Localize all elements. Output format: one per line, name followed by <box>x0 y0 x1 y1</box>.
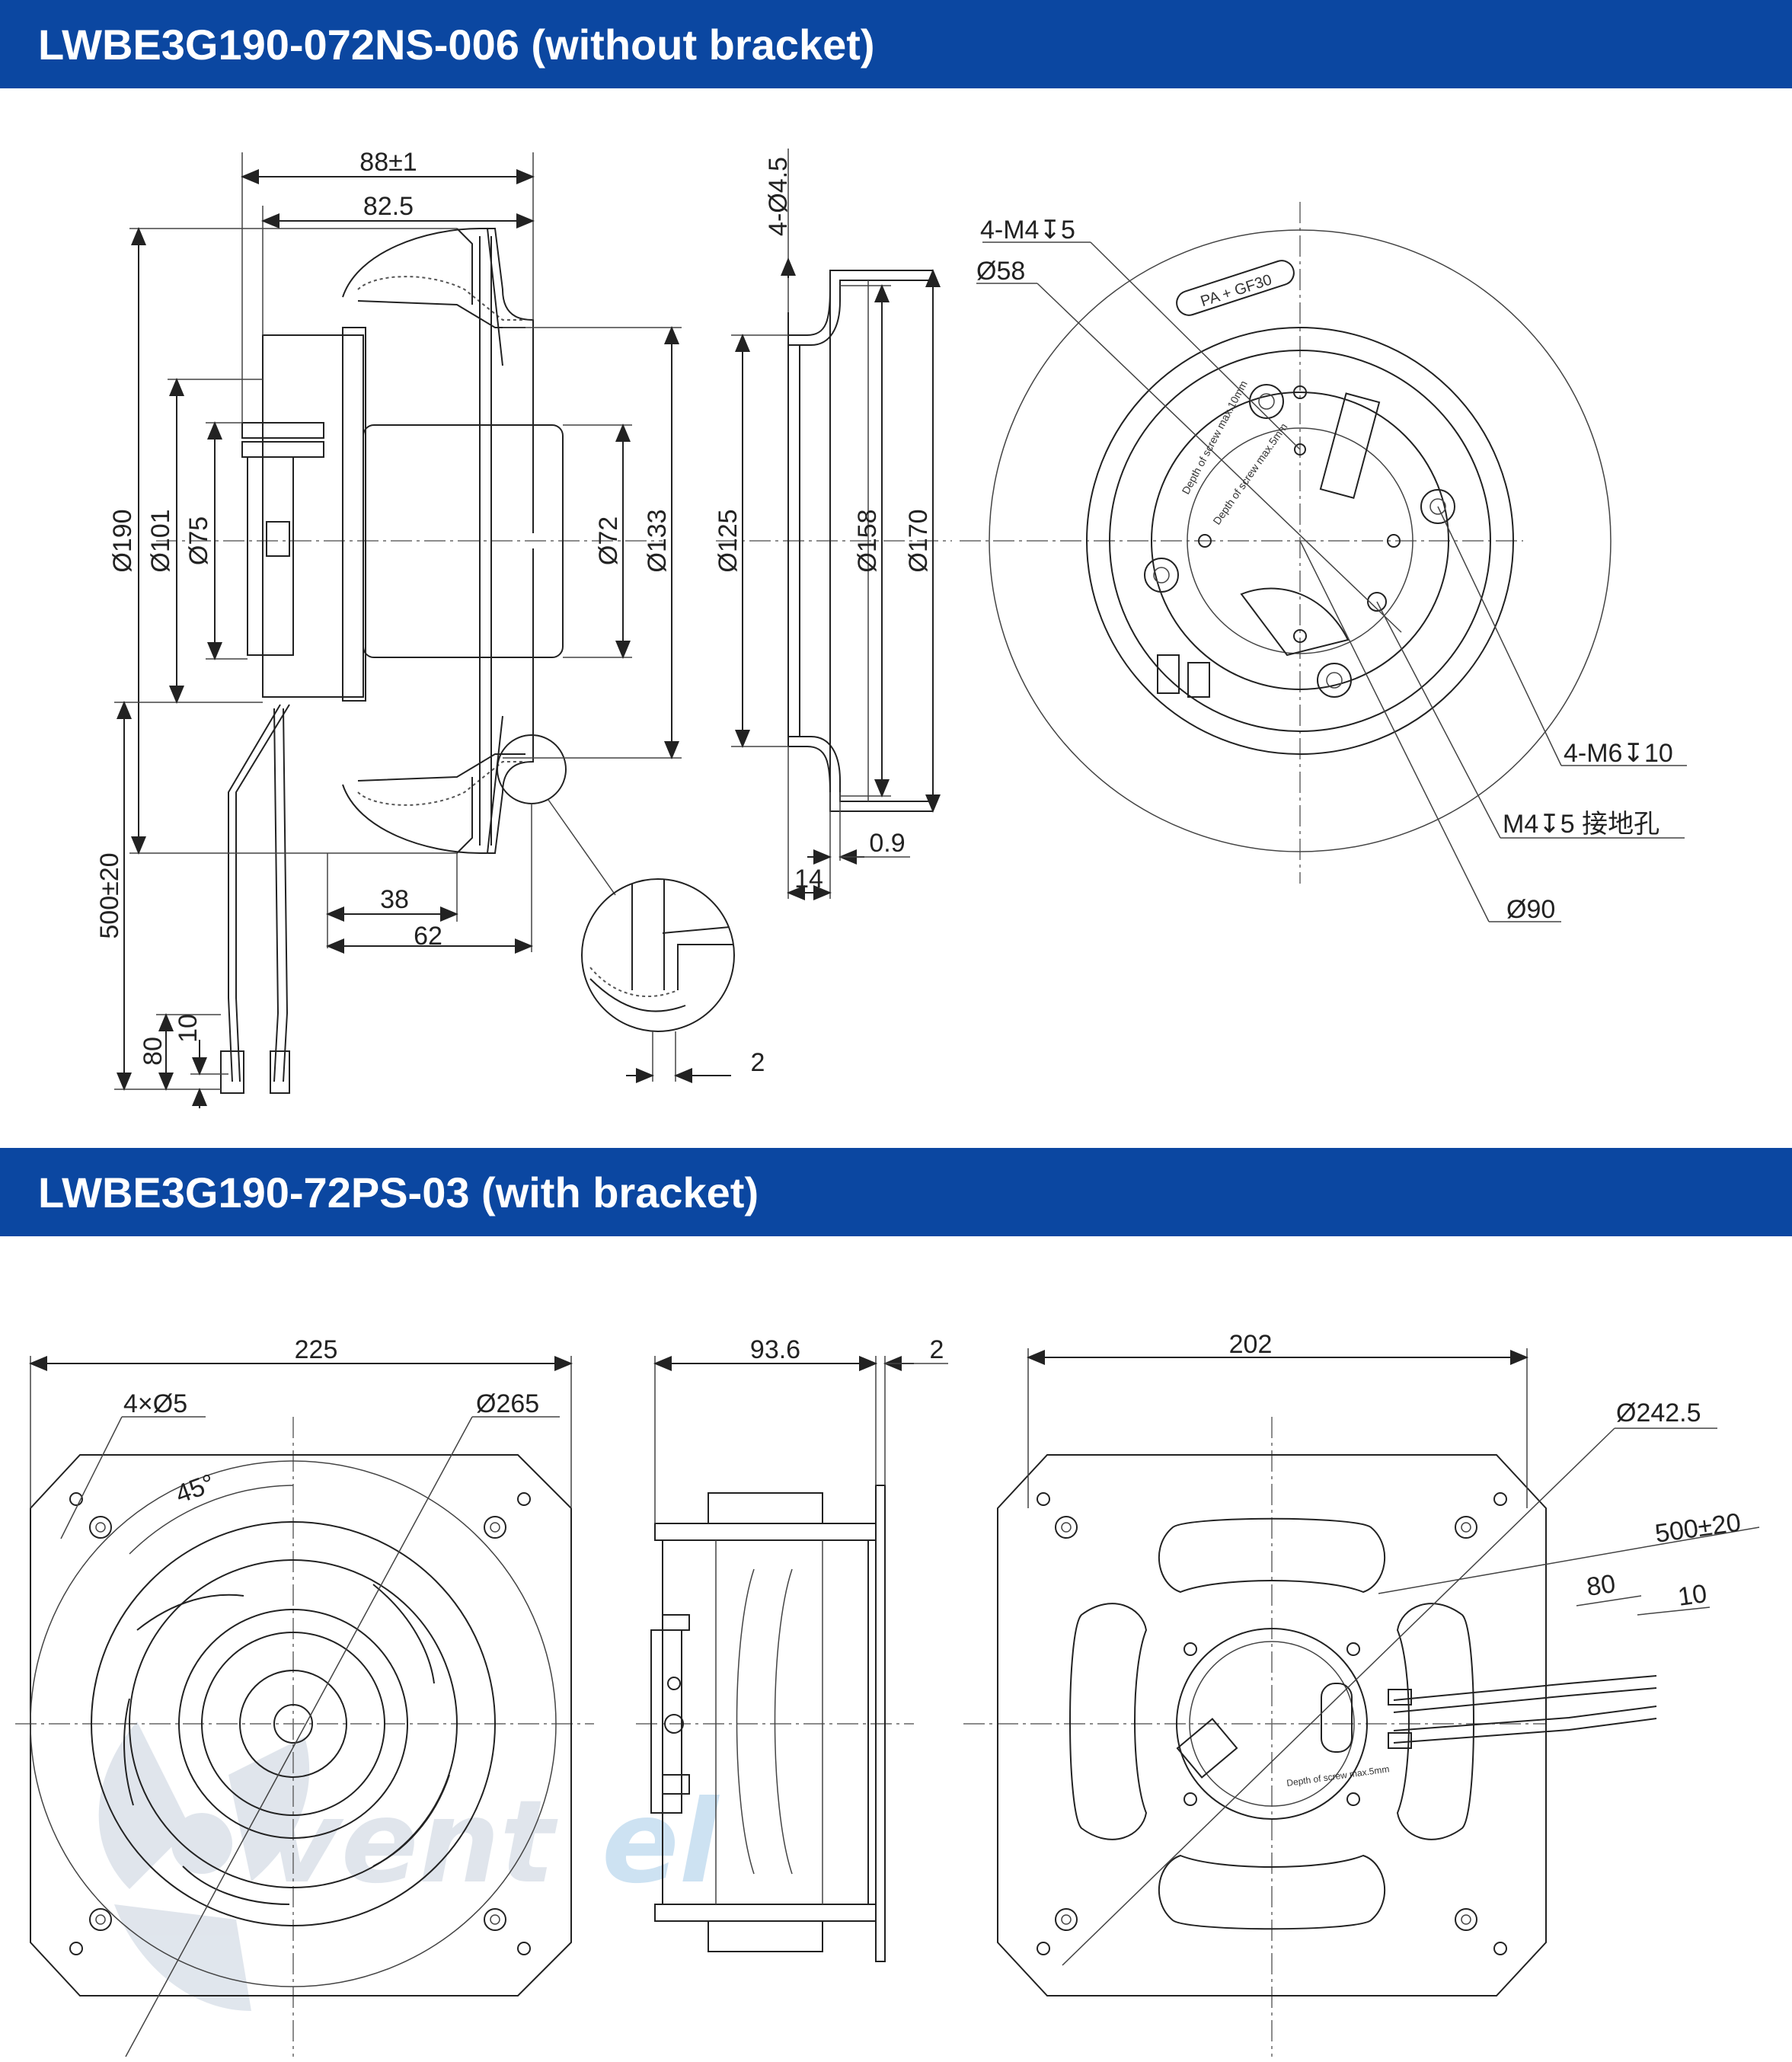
dim-500-back: 500±20 <box>1653 1508 1742 1549</box>
dim-58: Ø58 <box>976 257 1025 286</box>
dim-14: 14 <box>794 865 823 894</box>
watermark-text: vent <box>267 1776 558 1909</box>
dim-80-back: 80 <box>1585 1569 1618 1602</box>
bracket-front-view: 225 4×Ø5 Ø265 45° <box>15 1335 594 2057</box>
watermark-text-accent: el <box>602 1776 720 1909</box>
dim-82-5: 82.5 <box>363 192 414 221</box>
section-view: 4-Ø4.5 Ø125 Ø158 Ø170 0.9 14 <box>714 149 952 900</box>
outer-ring <box>989 229 1612 852</box>
dim-2-side: 2 <box>930 1335 944 1364</box>
dim-4-d4-5: 4-Ø4.5 <box>764 157 793 236</box>
bracket-plate <box>30 1454 572 1996</box>
dim-500: 500±20 <box>95 852 124 938</box>
dim-265: Ø265 <box>476 1389 539 1418</box>
rotor <box>363 424 564 658</box>
dim-38: 38 <box>380 885 409 914</box>
bracket-back-view: Depth of screw max.5mm 202 Ø242.5 <box>963 1330 1760 2057</box>
impeller-blades <box>123 1584 450 1905</box>
dim-10: 10 <box>174 1014 203 1043</box>
back-holes <box>1037 1492 1507 1955</box>
bracket-plate-side <box>875 1485 886 1962</box>
dim-158: Ø158 <box>853 509 882 572</box>
bracket-side-view: 93.6 2 <box>636 1335 948 1962</box>
dim-225: 225 <box>295 1335 338 1364</box>
mounting-holes <box>1144 384 1455 698</box>
section-header-without-bracket: LWBE3G190-072NS-006 (without bracket) <box>0 0 1792 88</box>
dim-2-detail: 2 <box>751 1048 765 1077</box>
fan-logo-icon <box>98 1722 310 2011</box>
bracket-plate-back <box>997 1454 1547 1996</box>
flange <box>342 327 366 702</box>
dim-242-5: Ø242.5 <box>1616 1399 1701 1427</box>
section-title: LWBE3G190-072NS-006 (without bracket) <box>38 21 875 69</box>
bracket-holes <box>69 1492 531 1955</box>
front-view: PA + GF30 Depth of screw max.10mm Depth … <box>960 202 1687 924</box>
watermark: vent el <box>98 1722 720 2011</box>
dim-4x5: 4×Ø5 <box>123 1389 187 1418</box>
screw-note: Depth of screw max.5mm <box>1286 1763 1390 1789</box>
detail-marker <box>497 734 567 804</box>
dim-125: Ø125 <box>714 509 743 572</box>
detail-view: 2 <box>581 878 765 1083</box>
side-view: 88±1 82.5 Ø190 Ø101 Ø75 Ø72 Ø133 38 62 <box>95 148 682 1108</box>
screw-note-5mm: Depth of screw max.5mm <box>1210 421 1289 527</box>
material-mark: PA + GF30 <box>1199 271 1274 310</box>
dim-90: Ø90 <box>1506 895 1555 924</box>
dim-0-9: 0.9 <box>869 829 905 858</box>
dim-170: Ø170 <box>904 509 933 572</box>
dim-72: Ø72 <box>594 516 623 565</box>
section-header-with-bracket: LWBE3G190-72PS-03 (with bracket) <box>0 1148 1792 1236</box>
dim-190: Ø190 <box>108 509 137 572</box>
dim-62: 62 <box>414 922 442 951</box>
dim-202: 202 <box>1229 1330 1273 1359</box>
dim-93-6: 93.6 <box>750 1335 800 1364</box>
dim-75: Ø75 <box>184 516 213 565</box>
dim-80: 80 <box>139 1037 168 1066</box>
motor-housing <box>262 334 364 698</box>
section-title: LWBE3G190-72PS-03 (with bracket) <box>38 1168 759 1216</box>
angle-45: 45° <box>172 1469 219 1509</box>
dim-4-m4: 4-M4↧5 <box>980 216 1075 245</box>
dim-10-back: 10 <box>1676 1579 1709 1612</box>
dim-101: Ø101 <box>146 509 175 572</box>
dim-88: 88±1 <box>359 148 417 177</box>
ground-hole-note: M4↧5 接地孔 <box>1503 810 1659 839</box>
dim-133: Ø133 <box>643 509 672 572</box>
dim-4-m6: 4-M6↧10 <box>1564 739 1673 768</box>
